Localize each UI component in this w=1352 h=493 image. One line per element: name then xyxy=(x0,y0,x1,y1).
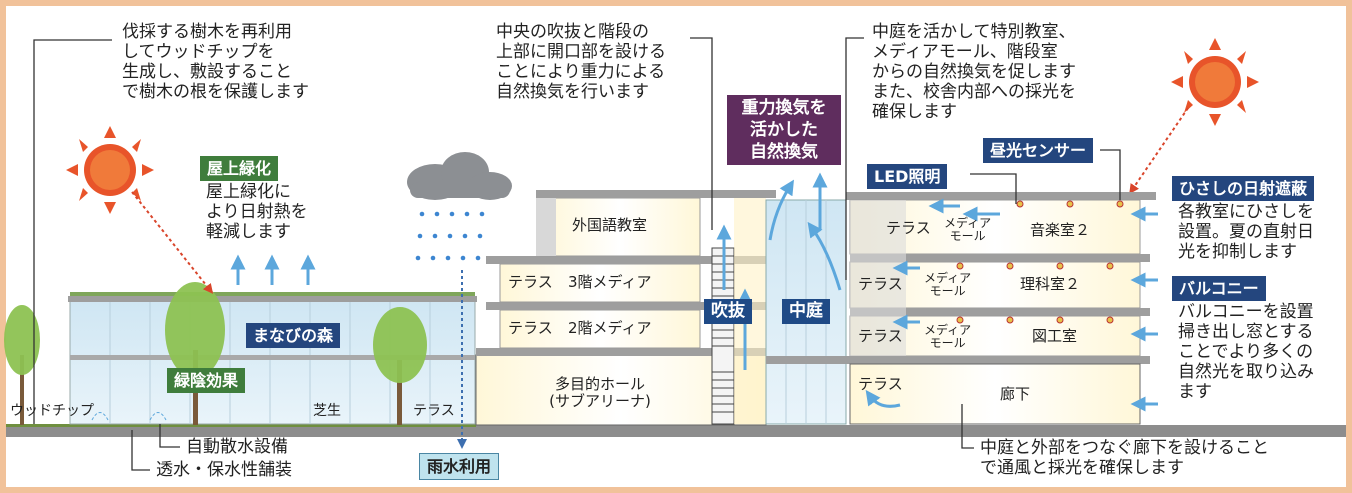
tree-icon xyxy=(373,307,427,425)
room-terrace-r2: テラス xyxy=(858,275,903,293)
tree-icon xyxy=(4,305,40,425)
room-terrace-2f: テラス xyxy=(508,319,553,337)
room-science: 理科室２ xyxy=(1020,275,1081,293)
room-corridor: 廊下 xyxy=(1000,385,1031,403)
woodchip-note: 伐採する樹木を再利用 してウッドチップを 生成し、敷設すること で樹木の根を保護… xyxy=(122,22,309,102)
room-media-mall-3f: メディア モール xyxy=(944,216,992,243)
rooftop-greening-note: 屋上緑化に より日射熱を 軽減します xyxy=(206,182,308,242)
room-art: 図工室 xyxy=(1032,327,1078,345)
sunlight-ray xyxy=(131,191,214,294)
paving-label: 透水・保水性舗装 xyxy=(156,460,292,480)
corridor-note: 中庭と外部をつなぐ廊下を設けること で通風と採光を確保します xyxy=(980,438,1269,478)
lawn-strip xyxy=(6,424,476,427)
light-fixture-icon xyxy=(956,200,1124,324)
sunlight-ray xyxy=(1129,107,1189,195)
eaves-shading-tag: ひさしの日射遮蔽 xyxy=(1172,176,1315,201)
balcony-tag: バルコニー xyxy=(1172,276,1266,301)
fukinuke-tag: 吹抜 xyxy=(704,299,752,324)
manabi-forest-tag: まなびの森 xyxy=(246,323,341,348)
glass-building-roof xyxy=(68,296,477,302)
rain-icon xyxy=(415,211,485,261)
sprinkler-spray xyxy=(149,412,167,421)
daylight-sensor-tag: 昼光センサー xyxy=(983,138,1094,163)
gravity-ventilation-tag: 重力換気を 活かした 自然換気 xyxy=(727,95,841,165)
sun-icon xyxy=(1171,38,1259,126)
lawn-label: 芝生 xyxy=(313,403,341,419)
sprinkler-spray xyxy=(91,412,109,421)
ground-slab xyxy=(6,425,1346,437)
shade-effect-tag: 緑陰効果 xyxy=(167,368,246,393)
room-terrace-ground: テラス xyxy=(858,375,903,393)
terrace-label-ground: テラス xyxy=(413,403,455,419)
courtyard-note: 中庭を活かして特別教室、 メディアモール、階段室 からの自然換気を促します また… xyxy=(872,22,1076,122)
rooftop-garden xyxy=(70,292,475,296)
sun-icon xyxy=(66,126,154,214)
room-terrace-r1: テラス xyxy=(858,327,903,345)
airflow-arrow-icon xyxy=(865,389,901,408)
balcony-note: バルコニーを設置 掃き出し窓とする ことでより多くの 自然光を取り込み ます xyxy=(1178,302,1314,402)
room-media-mall-1f: メディア モール xyxy=(924,323,972,350)
led-lighting-tag: LED照明 xyxy=(867,164,948,189)
roof-slab xyxy=(536,190,776,198)
room-media-2f: 2階メディア xyxy=(568,319,652,337)
sprinkler-label: 自動散水設備 xyxy=(186,437,288,457)
room-foreign-language: 外国語教室 xyxy=(572,216,648,234)
void-stairs-note: 中央の吹抜と階段の 上部に開口部を設ける ことにより重力による 自然換気を行いま… xyxy=(496,22,666,102)
room-media-mall-2f: メディア モール xyxy=(924,271,972,298)
room-media-3f: 3階メディア xyxy=(568,273,652,291)
room-terrace-3f: テラス xyxy=(508,273,553,291)
cloud-icon xyxy=(407,152,512,200)
leader-lines xyxy=(33,37,1121,471)
eaves-shading-note: 各教室にひさしを 設置。夏の直射日 光を抑制します xyxy=(1178,202,1314,262)
room-music: 音楽室２ xyxy=(1030,221,1091,239)
room-multipurpose-hall: 多目的ホール (サブアリーナ) xyxy=(549,375,651,410)
rooftop-greening-tag: 屋上緑化 xyxy=(200,156,279,181)
rainwater-tag: 雨水利用 xyxy=(419,453,500,480)
airflow-arrow-icon xyxy=(807,221,842,291)
airflow-arrow-icon xyxy=(768,179,794,241)
nakaniwa-tag: 中庭 xyxy=(782,299,830,324)
woodchip-label: ウッドチップ xyxy=(10,403,94,419)
room-terrace-r3: テラス xyxy=(886,219,931,237)
roof-slab xyxy=(846,192,1156,200)
